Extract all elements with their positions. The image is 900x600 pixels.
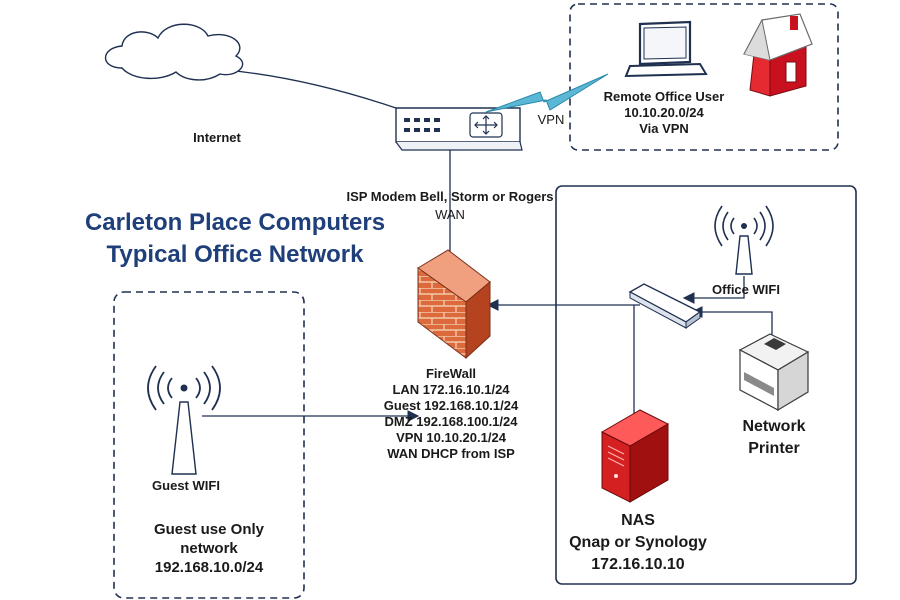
nas-line-3: 172.16.10.10 <box>591 556 685 573</box>
printer-line-1: Network <box>742 418 806 435</box>
house-icon <box>743 13 813 97</box>
guest-network-label: Guest use Only network 192.168.10.0/24 <box>124 520 294 577</box>
nas-line-2: Qnap or Synology <box>569 534 707 551</box>
guest-network-line-3: 192.168.10.0/24 <box>154 559 264 576</box>
guest-wifi-label: Guest WIFI <box>152 478 220 493</box>
internet-label: Internet <box>193 130 241 145</box>
firewall-guest: Guest 192.168.10.1/24 <box>383 398 519 413</box>
firewall-name: FireWall <box>425 366 477 381</box>
office-wifi-label: Office WIFI <box>712 282 780 297</box>
firewall-lan: LAN 172.16.10.1/24 <box>392 382 510 397</box>
lan-box <box>555 185 857 585</box>
guest-network-line-1: Guest use Only <box>153 521 265 538</box>
firewall-wan: WAN DHCP from ISP <box>387 446 515 461</box>
guest-network-line-2: network <box>180 540 238 557</box>
firewall-label: FireWall LAN 172.16.10.1/24 Guest 192.16… <box>346 366 556 462</box>
printer-icon <box>738 333 810 412</box>
firewall-vpn: VPN 10.10.20.1/24 <box>396 430 506 445</box>
printer-line-2: Printer <box>748 440 800 457</box>
remote-office-label: Remote Office User 10.10.20.0/24 Via VPN <box>584 89 744 137</box>
firewall-icon <box>417 249 491 360</box>
antenna-icon <box>714 205 774 275</box>
server-icon <box>600 409 670 503</box>
wan-label: WAN <box>435 207 465 222</box>
remote-office-line-1: Remote Office User <box>603 89 725 104</box>
remote-office-line-3: Via VPN <box>639 121 689 136</box>
modem-label: ISP Modem Bell, Storm or Rogers <box>346 189 554 204</box>
laptop-icon <box>624 20 708 78</box>
firewall-dmz: DMZ 192.168.100.1/24 <box>384 414 518 429</box>
nas-label: NAS Qnap or Synology 172.16.10.10 <box>556 510 720 576</box>
title-line-2: Typical Office Network <box>106 241 364 268</box>
guest-network-box <box>113 291 305 599</box>
remote-office-box <box>569 3 839 151</box>
modem-icon <box>395 107 523 151</box>
printer-to-switch-line <box>690 306 773 336</box>
vpn-label: VPN <box>537 112 565 127</box>
nas-line-1: NAS <box>621 512 655 529</box>
cloud-icon <box>105 23 244 81</box>
remote-office-line-2: 10.10.20.0/24 <box>624 105 704 120</box>
diagram-title: Carleton Place Computers Typical Office … <box>40 207 430 271</box>
title-line-1: Carleton Place Computers <box>84 209 386 236</box>
antenna-icon <box>147 365 221 475</box>
wifi-to-switch-line <box>682 276 745 304</box>
lightning-icon <box>485 73 609 113</box>
printer-label: Network Printer <box>722 416 826 460</box>
switch-icon <box>628 283 702 329</box>
